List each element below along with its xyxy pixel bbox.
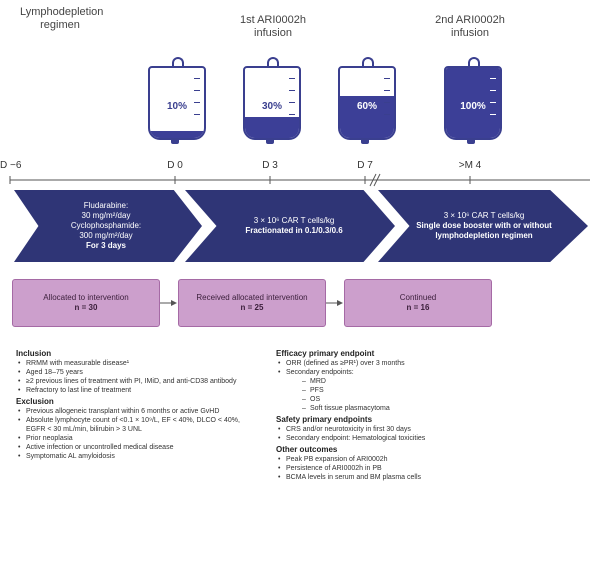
bag-hook <box>362 57 374 67</box>
list-item: ≥2 previous lines of treatment with PI, … <box>18 377 256 386</box>
bag-percent-label: 10% <box>166 101 187 112</box>
list-item: Soft tissue plasmacytoma <box>302 404 506 413</box>
first-infusion-label: 1st ARI0002h infusion <box>239 14 307 39</box>
list-item: Secondary endpoint: Hematological toxici… <box>278 434 506 443</box>
list-item: OS <box>302 395 506 404</box>
arrow-line: Cyclophosphamide: <box>70 221 142 230</box>
list-item: Persistence of ARI0002h in PB <box>278 464 506 473</box>
bag-port <box>467 138 475 144</box>
arrow-line: 3 × 10⁶ CAR T cells/kg <box>443 211 525 220</box>
flow-box-count: n = 30 <box>74 303 98 312</box>
list-item: RRMM with measurable disease¹ <box>18 359 256 368</box>
flow-box-count: n = 16 <box>406 303 430 312</box>
bag-fill <box>446 68 500 138</box>
bag-port <box>171 138 179 144</box>
bag-percent-label: 60% <box>356 101 377 112</box>
safety-title: Safety primary endpoints <box>276 415 373 424</box>
list-item: Prior neoplasia <box>18 434 256 443</box>
list-item: MRD <box>302 377 506 386</box>
list-item: Absolute lymphocyte count of <0.1 × 10⁹/… <box>18 416 256 434</box>
day-label-d0: D 0 <box>167 160 183 171</box>
bag-fill <box>245 117 299 138</box>
list-item: Secondary endpoints: <box>278 368 506 377</box>
day-label-d3: D 3 <box>262 160 278 171</box>
flow-box-count: n = 25 <box>240 303 264 312</box>
list-item: Aged 18–75 years <box>18 368 256 377</box>
bag-port <box>266 138 274 144</box>
flow-box-line: Received allocated intervention <box>196 293 308 302</box>
day-label-m4: >M 4 <box>458 160 482 171</box>
lymphodepletion-label: Lymphodepletion regimen <box>20 6 104 31</box>
efficacy-title: Efficacy primary endpoint <box>276 349 375 358</box>
list-item: Active infection or uncontrolled medical… <box>18 443 256 452</box>
safety-list: CRS and/or neurotoxicity in first 30 day… <box>276 425 506 443</box>
bag-port <box>361 138 369 144</box>
arrow-line: 300 mg/m²/day <box>79 231 133 240</box>
list-item: PFS <box>302 386 506 395</box>
arrow-bold-line: Fractionated in 0.1/0.3/0.6 <box>245 226 343 235</box>
list-item: Peak PB expansion of ARI0002h <box>278 455 506 464</box>
flow-box-line: Allocated to intervention <box>43 293 129 302</box>
arrow-line: 30 mg/m²/day <box>81 211 131 220</box>
secondary-endpoints-list: MRD PFS OS Soft tissue plasmacytoma <box>276 377 506 413</box>
day-label-dminus6: D −6 <box>0 160 22 171</box>
list-item: Refractory to last line of treatment <box>18 386 256 395</box>
phase-arrow-lymphodepletion: Fludarabine: 30 mg/m²/day Cyclophosphami… <box>14 190 202 262</box>
bag-percent-label: 100% <box>460 101 486 112</box>
list-item: Symptomatic AL amyloidosis <box>18 452 256 461</box>
flow-box-line: Continued <box>399 293 437 302</box>
bag-fill <box>150 131 204 138</box>
bag-hook <box>172 57 184 67</box>
inclusion-title: Inclusion <box>16 349 52 358</box>
second-infusion-label: 2nd ARI0002h infusion <box>435 14 505 39</box>
list-item: ORR (defined as ≥PR¹) over 3 months <box>278 359 506 368</box>
bag-hook <box>267 57 279 67</box>
criteria-right-column: Efficacy primary endpoint ORR (defined a… <box>276 349 506 482</box>
exclusion-list: Previous allogeneic transplant within 6 … <box>16 407 256 461</box>
arrow-bold-line: Single dose booster with or without lymp… <box>416 221 552 240</box>
arrow-line: Fludarabine: <box>83 201 129 210</box>
bag-hook <box>468 57 480 67</box>
flow-box-allocated: Allocated to intervention n = 30 <box>12 279 160 327</box>
criteria-left-column: Inclusion RRMM with measurable disease¹ … <box>16 349 256 461</box>
exclusion-title: Exclusion <box>16 397 54 406</box>
list-item: CRS and/or neurotoxicity in first 30 day… <box>278 425 506 434</box>
arrow-bold-line: For 3 days <box>85 241 126 250</box>
list-item: Previous allogeneic transplant within 6 … <box>18 407 256 416</box>
other-outcomes-title: Other outcomes <box>276 445 338 454</box>
axis-break-icon <box>369 173 381 187</box>
timeline <box>9 173 590 187</box>
other-outcomes-list: Peak PB expansion of ARI0002h Persistenc… <box>276 455 506 482</box>
phase-arrow-second-infusion: 3 × 10⁶ CAR T cells/kg Single dose boost… <box>378 190 588 262</box>
bag-percent-label: 30% <box>261 101 282 112</box>
phase-arrow-first-infusion: 3 × 10⁶ CAR T cells/kg Fractionated in 0… <box>185 190 395 262</box>
efficacy-list: ORR (defined as ≥PR¹) over 3 months Seco… <box>276 359 506 377</box>
flow-connectors <box>160 300 343 306</box>
flow-box-continued: Continued n = 16 <box>344 279 492 327</box>
arrow-line: 3 × 10⁶ CAR T cells/kg <box>253 216 335 225</box>
flow-box-received: Received allocated intervention n = 25 <box>178 279 326 327</box>
inclusion-list: RRMM with measurable disease¹ Aged 18–75… <box>16 359 256 395</box>
bag-fill <box>340 96 394 138</box>
day-label-d7: D 7 <box>357 160 373 171</box>
list-item: BCMA levels in serum and BM plasma cells <box>278 473 506 482</box>
